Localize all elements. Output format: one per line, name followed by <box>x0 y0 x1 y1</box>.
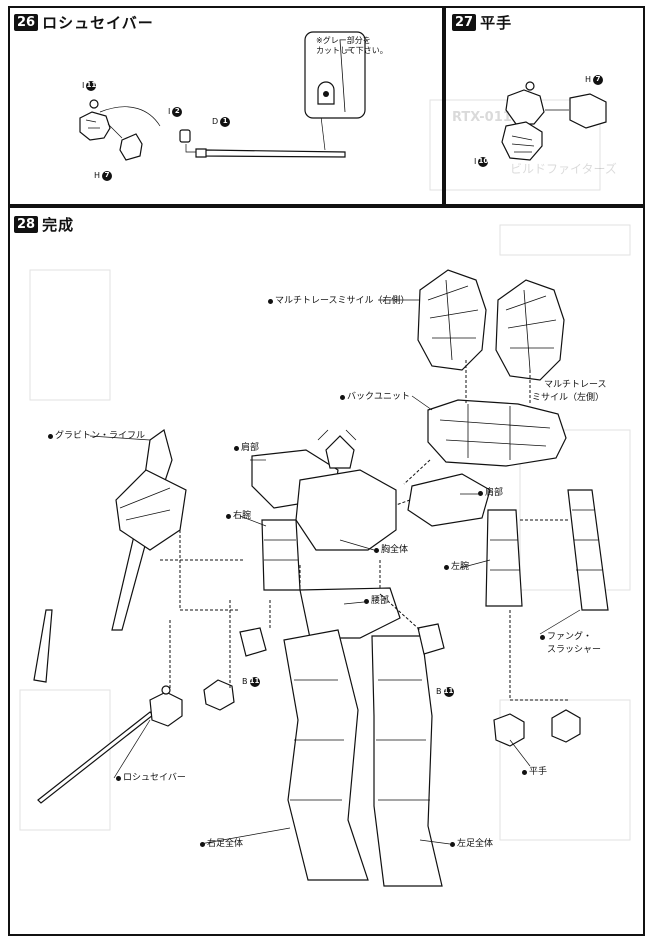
hand-cover-part <box>569 93 607 129</box>
step-28-panel: 28 完成 <box>8 206 645 936</box>
missile-pod-left <box>495 279 565 381</box>
open-hand-28-a <box>493 713 525 747</box>
step-26-title: ロシュセイバー <box>42 14 154 32</box>
label-graviton-rifle: グラビトン・ライフル <box>48 431 145 442</box>
fang-slasher <box>567 489 609 611</box>
back-unit <box>427 399 567 467</box>
robot-right-arm <box>261 519 301 591</box>
label-right-leg: 右足全体 <box>200 839 243 850</box>
label-multi-trace-right: マルチトレースミサイル（右側） <box>268 296 410 307</box>
label-left-leg: 左足全体 <box>450 839 493 850</box>
part-number-badge: 7 <box>102 170 113 181</box>
open-hand-lower <box>501 121 543 161</box>
part-number-badge: 1 <box>220 116 231 127</box>
open-hand-28-b <box>551 709 581 743</box>
step-28-drawings <box>33 269 609 887</box>
step-26-drawings <box>79 31 366 161</box>
robot-left-leg <box>371 635 443 887</box>
saber-hand-28 <box>149 691 183 727</box>
open-hand-upper <box>505 89 545 125</box>
step-26-header: 26 ロシュセイバー <box>14 12 154 33</box>
label-left-arm: 左腕 <box>444 562 469 573</box>
step-27-drawings <box>501 81 607 161</box>
bleed-side-code: RTX-011 <box>452 110 512 125</box>
label-open-hand: 平手 <box>522 767 547 778</box>
label-shoulder-left: 肩部 <box>478 488 503 499</box>
missile-pod-right <box>417 269 487 371</box>
cut-note-line1: ※グレー部分を <box>316 36 371 45</box>
robot-head <box>325 435 355 469</box>
part-label-h7: H 7 <box>94 170 113 181</box>
part-number-badge: 11 <box>443 686 454 697</box>
cut-note: ※グレー部分を カットして下さい。 <box>316 36 388 56</box>
step-26-panel: 26 ロシュセイバー <box>8 6 444 206</box>
cut-note-line2: カットして下さい。 <box>316 46 388 55</box>
spare-hand-28 <box>203 679 235 711</box>
step-28-header: 28 完成 <box>14 214 74 235</box>
saber-hand <box>79 111 111 141</box>
step-27-header: 27 平手 <box>452 12 512 33</box>
robot-right-leg <box>283 629 369 881</box>
part-number-badge: 11 <box>86 80 97 91</box>
part-label-i10: I 10 <box>474 156 489 167</box>
step-27-number: 27 <box>452 14 477 31</box>
part-label-i11: I 11 <box>82 80 97 91</box>
robot-left-shoulder <box>407 473 491 527</box>
robot-waist <box>299 587 401 639</box>
step-28-title: 完成 <box>42 216 75 234</box>
part-number-badge: 2 <box>172 106 183 117</box>
part-number-badge: 7 <box>593 74 604 85</box>
label-waist: 腰部 <box>364 596 389 607</box>
saber-cap <box>179 129 191 143</box>
robot-chest <box>295 469 397 551</box>
label-shoulder-right: 肩部 <box>234 443 259 454</box>
label-part-b11-right: B 11 <box>436 686 454 697</box>
part-label-d1: D 1 <box>212 116 231 127</box>
label-multi-trace-left: マルチトレース ミサイル（左側） <box>532 380 607 403</box>
saber-grip-part <box>119 133 143 161</box>
step-28-number: 28 <box>14 216 39 233</box>
label-back-unit: バックユニット <box>340 392 410 403</box>
label-right-arm: 右腕 <box>226 511 251 522</box>
robot-left-arm <box>485 509 523 607</box>
b-part-right <box>417 623 445 655</box>
label-fang-slasher: ファング・ スラッシャー <box>540 632 601 656</box>
step-27-panel: 27 平手 <box>444 6 645 206</box>
saber-blade <box>204 149 346 158</box>
part-number-badge: 11 <box>249 676 260 687</box>
part-label-i2: I 2 <box>168 106 183 117</box>
rosh-saber-complete <box>37 711 154 804</box>
label-chest: 胸全体 <box>374 545 408 556</box>
part-label-h7-s27: H 7 <box>585 74 604 85</box>
step-26-number: 26 <box>14 14 39 31</box>
part-number-badge: 10 <box>478 156 489 167</box>
step-27-title: 平手 <box>480 14 513 32</box>
label-part-b11-left: B 11 <box>242 676 260 687</box>
b-part-left <box>239 627 267 657</box>
bleed-side-text: ビルドファイターズ <box>510 162 617 176</box>
label-rosh-saber: ロシュセイバー <box>116 773 186 784</box>
